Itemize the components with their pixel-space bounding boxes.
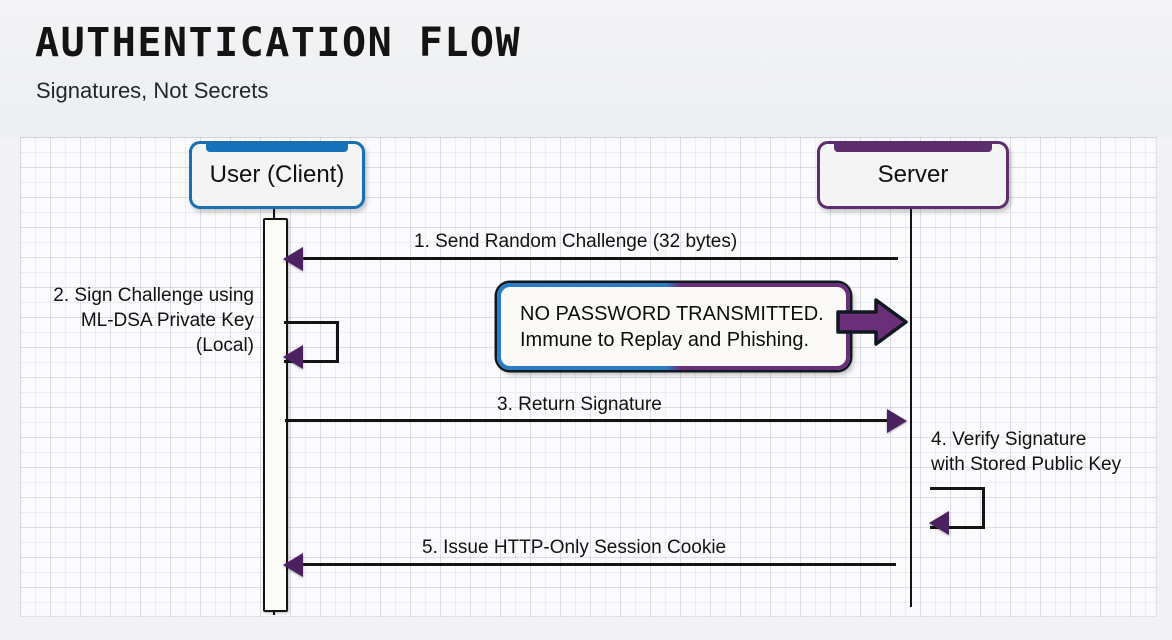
- page-subtitle: Signatures, Not Secrets: [36, 78, 269, 103]
- diagram-canvas: [20, 137, 1157, 617]
- message-line-5: [302, 563, 896, 566]
- message-label-5: 5. Issue HTTP-Only Session Cookie: [422, 537, 727, 558]
- message-label-3: 3. Return Signature: [497, 394, 662, 415]
- callout-line-1: NO PASSWORD TRANSMITTED.: [520, 302, 824, 325]
- client-accent-bar: [206, 144, 348, 152]
- message-arrowhead-1: [283, 247, 303, 271]
- message-label-1: 1. Send Random Challenge (32 bytes): [414, 231, 738, 252]
- lifeline-server: [910, 203, 912, 607]
- note-step-4-line-1: 4. Verify Signature: [931, 429, 1087, 450]
- message-line-3: [285, 419, 887, 422]
- header-banner: AUTHENTICATION FLOW Signatures, Not Secr…: [0, 0, 1172, 137]
- server-accent-bar: [834, 144, 992, 152]
- self-loop-arrowhead-server: [929, 511, 949, 535]
- message-line-1: [302, 257, 898, 260]
- self-loop-arrowhead-client: [283, 345, 303, 369]
- self-loop-server: [930, 487, 985, 529]
- note-step-4: 4. Verify Signature with Stored Public K…: [931, 427, 1121, 477]
- callout-inner: NO PASSWORD TRANSMITTED. Immune to Repla…: [501, 287, 846, 366]
- participant-box-server[interactable]: Server: [817, 141, 1009, 209]
- message-arrowhead-3: [887, 409, 907, 433]
- page-title: AUTHENTICATION FLOW: [35, 20, 522, 66]
- participant-label-client: User (Client): [209, 161, 345, 188]
- message-arrowhead-5: [283, 553, 303, 577]
- note-step-2-line-3: (Local): [195, 335, 254, 356]
- note-step-2-line-1: 2. Sign Challenge using: [53, 285, 254, 306]
- participant-box-client[interactable]: User (Client): [189, 141, 365, 209]
- participant-label-server: Server: [877, 161, 949, 188]
- callout-line-2: Immune to Replay and Phishing.: [520, 328, 810, 351]
- note-step-2-line-2: ML-DSA Private Key: [80, 310, 254, 331]
- self-loop-client: [284, 321, 339, 363]
- note-step-2: 2. Sign Challenge using ML-DSA Private K…: [53, 283, 254, 358]
- note-step-4-line-2: with Stored Public Key: [931, 454, 1122, 475]
- callout-block-arrow-icon: [836, 298, 908, 346]
- activation-bar-client: [263, 218, 288, 612]
- callout-no-password: NO PASSWORD TRANSMITTED. Immune to Repla…: [497, 283, 850, 370]
